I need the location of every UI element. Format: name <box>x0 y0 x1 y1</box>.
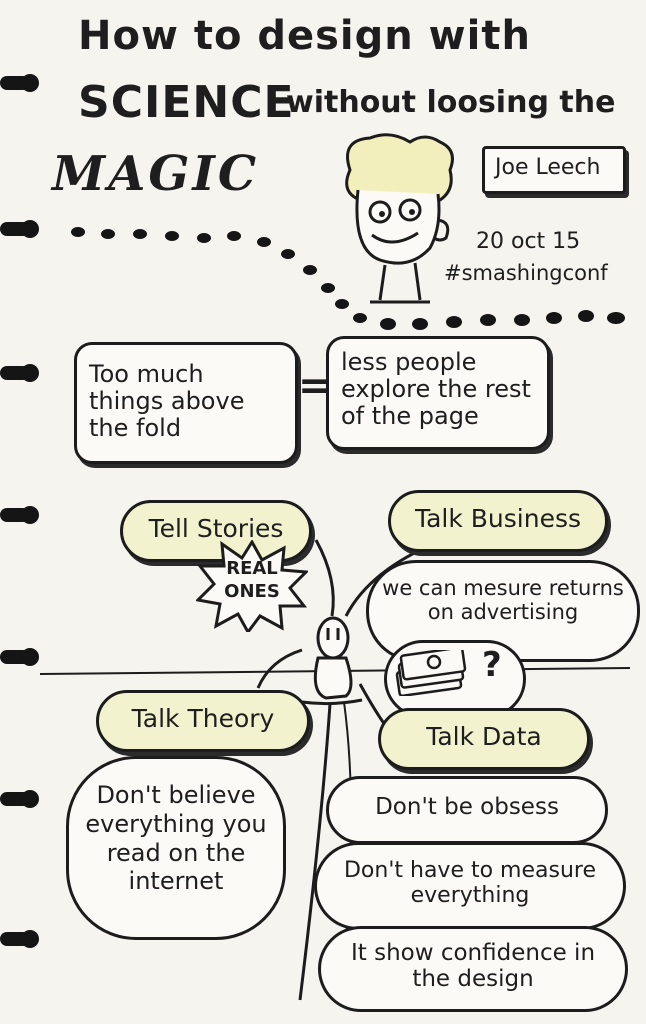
talk-data-note-1: Don't be obsess <box>375 794 559 820</box>
talk-theory-note-box: Don't believe everything you read on the… <box>66 756 286 940</box>
talk-data-label: Talk Data <box>426 722 542 751</box>
conference-hashtag: #smashingconf <box>444 261 608 285</box>
talk-data-note-3-box: It show confidence in the design <box>318 926 628 1012</box>
speaker-portrait-icon <box>345 133 454 304</box>
talk-data-note-2-box: Don't have to measure everything <box>314 842 626 930</box>
talk-data-note-2: Don't have to measure everything <box>343 858 596 908</box>
talk-theory-label-box: Talk Theory <box>96 690 310 752</box>
talk-date: 20 oct 15 <box>476 229 581 254</box>
talk-theory-label: Talk Theory <box>131 704 275 733</box>
title-rest: without loosing the <box>286 85 616 120</box>
talk-data-note-1-box: Don't be obsess <box>326 776 608 844</box>
talk-business-label: Talk Business <box>414 504 582 533</box>
title-science: SCIENCE <box>78 77 295 128</box>
title-line-1: How to design with <box>78 13 531 59</box>
speaker-name-box: Joe Leech <box>482 146 626 194</box>
fold-left-box: Too much things above the fold <box>74 342 298 464</box>
fold-left-text: Too much things above the fold <box>89 360 245 442</box>
talk-theory-note: Don't believe everything you read on the… <box>85 781 267 896</box>
dotted-divider <box>71 227 625 330</box>
talk-data-note-3: It show confidence in the design <box>350 940 596 992</box>
tell-stories-label-box: Tell Stories <box>120 500 312 562</box>
tell-stories-label: Tell Stories <box>148 514 284 543</box>
money-stack-icon <box>395 650 467 696</box>
speaker-name: Joe Leech <box>495 155 601 180</box>
talk-business-label-box: Talk Business <box>388 490 608 552</box>
equals-sign: = <box>298 363 332 409</box>
talk-data-label-box: Talk Data <box>378 708 590 770</box>
title-magic: MAGIC <box>52 146 260 202</box>
real-ones-text: REAL ONES <box>224 558 280 602</box>
talk-business-note: we can mesure returns on advertising <box>382 576 624 624</box>
fold-right-text: less people explore the rest of the page <box>341 348 531 430</box>
fold-right-box: less people explore the rest of the page <box>326 336 550 450</box>
real-ones-burst-icon <box>196 540 308 632</box>
binder-ring-icons <box>0 74 39 948</box>
business-question-mark: ? <box>482 645 502 685</box>
